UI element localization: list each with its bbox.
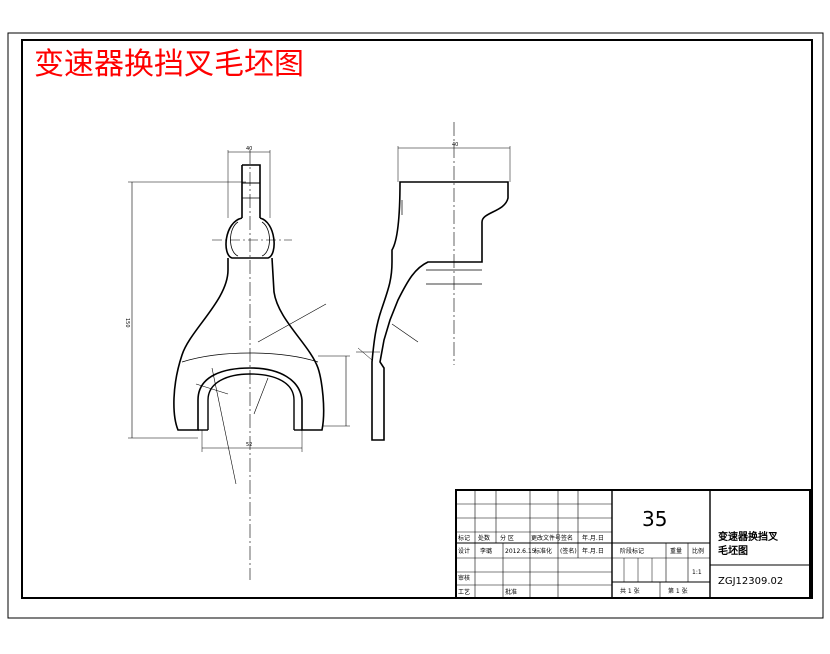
side-profile-outline xyxy=(371,181,509,441)
side-view xyxy=(356,122,511,441)
drawing-title: 变速器换挡叉毛坯图 xyxy=(34,47,304,82)
radius-leader-large xyxy=(211,367,237,485)
drawing-frame xyxy=(21,39,813,599)
tb-scale: 1:1 xyxy=(692,569,702,576)
dim-side-width: 40 xyxy=(452,142,458,148)
dim-top-width: 40 xyxy=(246,146,252,152)
tb-sheet-no: 第 1 张 xyxy=(668,587,688,595)
sheet-outer-border xyxy=(7,32,824,619)
tb-h-weight: 重量 xyxy=(670,547,682,555)
tb-h-ratio: 比例 xyxy=(692,547,704,555)
tb-h-standardize: 标准化 xyxy=(534,547,552,555)
fork-arch xyxy=(207,373,295,430)
title-block xyxy=(455,489,811,599)
boss-outline xyxy=(225,217,275,259)
tb-h-approve: 批准 xyxy=(505,588,517,596)
tb-h-sign: 签名 xyxy=(561,534,573,542)
tb-h-review: 审核 xyxy=(458,574,470,582)
tb-design-date: 2012.6.15 xyxy=(505,548,536,555)
fork-body-outline xyxy=(173,257,325,431)
radius-leader-right xyxy=(257,303,327,343)
dim-overall-height: 150 xyxy=(124,318,130,328)
tb-h-stage: 阶段标记 xyxy=(620,547,644,555)
tb-h-sign2: (签名) xyxy=(560,547,577,555)
tb-h-design: 设计 xyxy=(458,547,470,555)
tb-h-zone: 分 区 xyxy=(500,534,514,542)
tb-h-process: 工艺 xyxy=(458,588,470,596)
tb-h-date2: 年.月.日 xyxy=(582,547,604,555)
front-view xyxy=(128,150,350,580)
tb-h-date: 年.月.日 xyxy=(582,534,604,542)
tb-part-name-1: 变速器换挡叉 xyxy=(718,530,779,543)
dim-bottom-width: 52 xyxy=(246,442,252,448)
tb-h-change: 更改文件号 xyxy=(531,534,561,542)
tb-drawing-number: ZGJ12309.02 xyxy=(718,576,783,587)
tb-part-name-2: 毛坯图 xyxy=(718,544,748,557)
tb-sheets: 共 1 张 xyxy=(620,587,640,595)
shank-outline xyxy=(241,164,261,218)
tb-h-mark: 标记 xyxy=(458,534,470,542)
tb-h-count: 处数 xyxy=(478,534,490,542)
tb-designer: 李璐 xyxy=(480,547,492,555)
tb-material: 35 xyxy=(642,507,667,531)
